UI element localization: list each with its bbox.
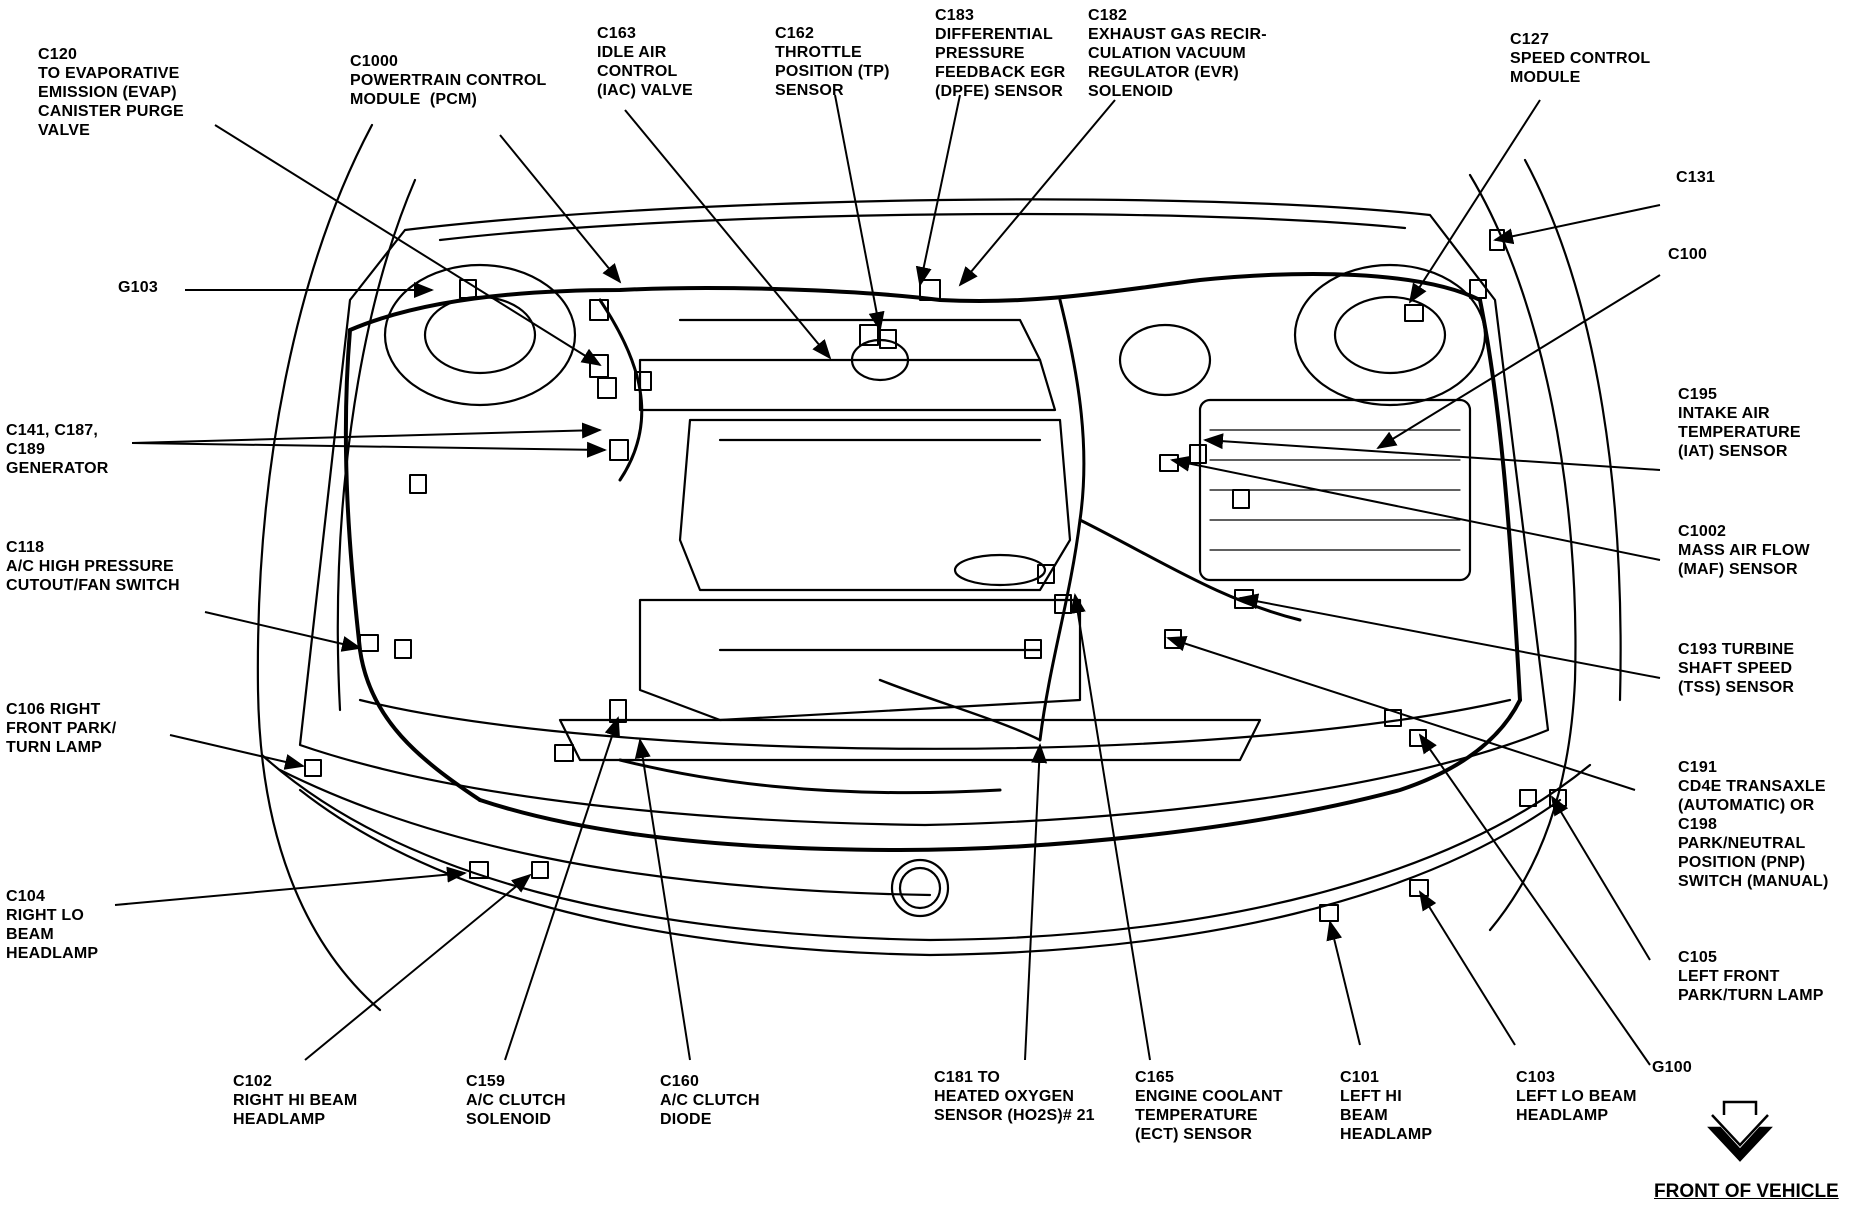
callout-c141: C141, C187, C189 GENERATOR [6, 422, 109, 477]
callout-c183: C183 DIFFERENTIAL PRESSURE FEEDBACK EGR … [935, 7, 1066, 100]
radiator-support [358, 698, 1512, 750]
hood-opening [298, 198, 1550, 827]
callout-c163: C163 IDLE AIR CONTROL (IAC) VALVE [597, 25, 693, 99]
callout-g100: G100 [1652, 1059, 1692, 1076]
callout-c182: C182 EXHAUST GAS RECIR- CULATION VACUUM … [1088, 7, 1267, 100]
intake-manifold [638, 598, 1082, 722]
leader-lines [114, 94, 1661, 1066]
right-strut-tower [383, 263, 577, 407]
hood-emblem [890, 858, 950, 918]
connectors [304, 229, 1567, 922]
right-fender-outline [256, 123, 382, 1012]
callout-c191: C191 CD4E TRANSAXLE (AUTOMATIC) OR C198 … [1678, 759, 1829, 890]
callout-c118: C118 A/C HIGH PRESSURE CUTOUT/FAN SWITCH [6, 539, 180, 594]
callout-c127: C127 SPEED CONTROL MODULE [1510, 31, 1651, 86]
callout-c1002: C1002 MASS AIR FLOW (MAF) SENSOR [1678, 523, 1810, 578]
callout-c100: C100 [1668, 246, 1708, 263]
callout-c159: C159 A/C CLUTCH SOLENOID [466, 1073, 566, 1128]
callout-c105: C105 LEFT FRONT PARK/TURN LAMP [1678, 949, 1824, 1004]
callout-c104: C104 RIGHT LO BEAM HEADLAMP [6, 888, 99, 962]
callout-c165: C165 ENGINE COOLANT TEMPERATURE (ECT) SE… [1135, 1069, 1283, 1143]
callout-c1000: C1000 POWERTRAIN CONTROL MODULE (PCM) [350, 53, 547, 108]
callout-c195: C195 INTAKE AIR TEMPERATURE (IAT) SENSOR [1678, 386, 1801, 460]
callout-c120: C120 TO EVAPORATIVE EMISSION (EVAP) CANI… [38, 46, 184, 139]
front-direction-arrow-icon [1707, 1100, 1773, 1162]
callout-c162: C162 THROTTLE POSITION (TP) SENSOR [775, 25, 890, 99]
callout-c106: C106 RIGHT FRONT PARK/ TURN LAMP [6, 701, 117, 756]
callout-c101: C101 LEFT HI BEAM HEADLAMP [1340, 1069, 1433, 1143]
front-bumper [260, 753, 1592, 942]
callout-c102: C102 RIGHT HI BEAM HEADLAMP [233, 1073, 358, 1128]
callout-c181: C181 TO HEATED OXYGEN SENSOR (HO2S)# 21 [934, 1069, 1095, 1124]
callout-c103: C103 LEFT LO BEAM HEADLAMP [1516, 1069, 1637, 1124]
valve-cover [678, 418, 1072, 592]
air-cleaner-box [1198, 398, 1472, 582]
callout-c160: C160 A/C CLUTCH DIODE [660, 1073, 760, 1128]
front-of-vehicle-label: FRONT OF VEHICLE [1654, 1181, 1839, 1202]
callout-c193: C193 TURBINE SHAFT SPEED (TSS) SENSOR [1678, 641, 1795, 696]
callout-c131: C131 [1676, 169, 1716, 186]
left-fender-outline [1468, 173, 1577, 932]
callout-g103: G103 [118, 279, 158, 296]
